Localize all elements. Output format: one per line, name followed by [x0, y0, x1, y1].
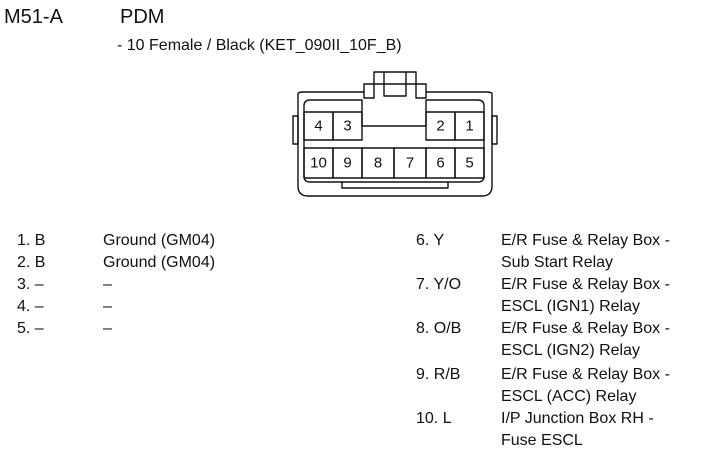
pin-label: 10	[310, 155, 327, 172]
pin-label: 4	[314, 118, 322, 135]
pin-wire: 5. –	[17, 320, 44, 337]
connector-face-diagram: 4 3 2 1 10 9 8 7 6 5	[292, 71, 498, 197]
pin-wire: 6. Y	[416, 232, 445, 249]
pin-wire: 7. Y/O	[416, 276, 462, 293]
pin-wire: 8. O/B	[416, 320, 462, 337]
pin-row: 4. – –	[17, 296, 277, 318]
pin-label: 1	[465, 118, 473, 135]
connector-spec: - 10 Female / Black (KET_090II_10F_B)	[117, 37, 402, 54]
pin-wire: 3. –	[17, 276, 44, 293]
connector-housing	[297, 83, 493, 197]
pin-description: –	[103, 320, 112, 337]
pin-wire: 2. B	[17, 254, 46, 271]
locking-latch	[373, 71, 417, 92]
pin-wire: 9. R/B	[416, 366, 461, 383]
pin-row: 5. – –	[17, 318, 277, 340]
pin-label: 9	[343, 155, 351, 172]
pin-label: 5	[465, 155, 473, 172]
pin-description: E/R Fuse & Relay Box -	[501, 276, 670, 293]
pin-description: –	[103, 276, 112, 293]
pin-row: 2. B Ground (GM04)	[17, 252, 277, 274]
pin-description: Sub Start Relay	[501, 254, 614, 271]
pin-wire: 1. B	[17, 232, 46, 249]
pin-description: Ground (GM04)	[103, 232, 216, 249]
component-name: PDM	[120, 6, 165, 28]
connector-id: M51-A	[4, 6, 63, 28]
pin-label: 8	[374, 155, 382, 172]
pin-row: 7. Y/O E/R Fuse & Relay Box - ESCL (IGN1…	[416, 274, 706, 318]
pin-wire: 10. L	[416, 410, 452, 427]
pin-label: 3	[343, 118, 351, 135]
pin-label: 7	[406, 155, 414, 172]
pin-label: 6	[436, 155, 444, 172]
pin-description: I/P Junction Box RH -	[501, 410, 654, 427]
pin-row: 9. R/B E/R Fuse & Relay Box - ESCL (ACC)…	[416, 364, 706, 408]
pin-row: 8. O/B E/R Fuse & Relay Box - ESCL (IGN2…	[416, 318, 706, 362]
pin-cavity-outline	[303, 99, 485, 183]
pin-description: E/R Fuse & Relay Box -	[501, 320, 670, 337]
pin-row: 10. L I/P Junction Box RH - Fuse ESCL	[416, 408, 706, 452]
pin-description: –	[103, 298, 112, 315]
pin-wire: 4. –	[17, 298, 44, 315]
pin-description: ESCL (IGN2) Relay	[501, 342, 640, 359]
pin-description: Fuse ESCL	[501, 432, 583, 449]
pin-description: ESCL (IGN1) Relay	[501, 298, 640, 315]
pin-description: E/R Fuse & Relay Box -	[501, 366, 670, 383]
pin-row: 3. – –	[17, 274, 277, 296]
pin-description: ESCL (ACC) Relay	[501, 388, 637, 405]
key-slot	[341, 182, 449, 189]
pin-row: 1. B Ground (GM04)	[17, 230, 277, 252]
pin-label: 2	[436, 118, 444, 135]
pin-description: E/R Fuse & Relay Box -	[501, 232, 670, 249]
pin-row: 6. Y E/R Fuse & Relay Box - Sub Start Re…	[416, 230, 706, 274]
pin-description: Ground (GM04)	[103, 254, 216, 271]
